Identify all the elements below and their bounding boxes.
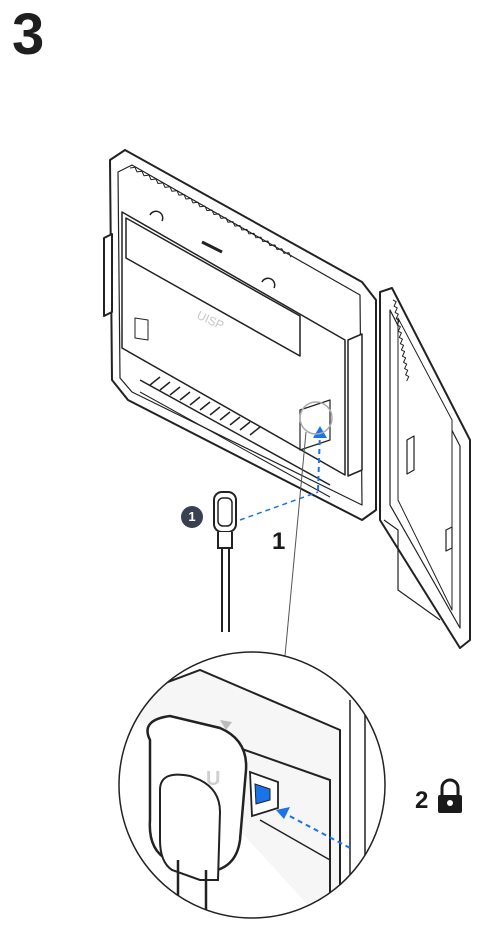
callout-label-1: 1 — [272, 528, 286, 555]
lock-arrow — [281, 811, 351, 849]
step-number: 3 — [12, 2, 45, 67]
enclosure-body: UISP — [103, 149, 377, 521]
insert-arrow — [317, 431, 321, 491]
detail-leader-line — [284, 431, 307, 657]
usb-c-connector-icon — [213, 491, 237, 632]
enclosure-door — [379, 287, 471, 649]
connector-guide-line — [239, 491, 319, 521]
lock-icon — [438, 778, 462, 813]
svg-text:U: U — [206, 768, 220, 790]
step-badge: 1 — [181, 506, 203, 528]
detail-source-circle — [299, 401, 333, 435]
detail-zoom-view: U — [118, 651, 386, 919]
callout-label-2: 2 — [415, 787, 429, 814]
